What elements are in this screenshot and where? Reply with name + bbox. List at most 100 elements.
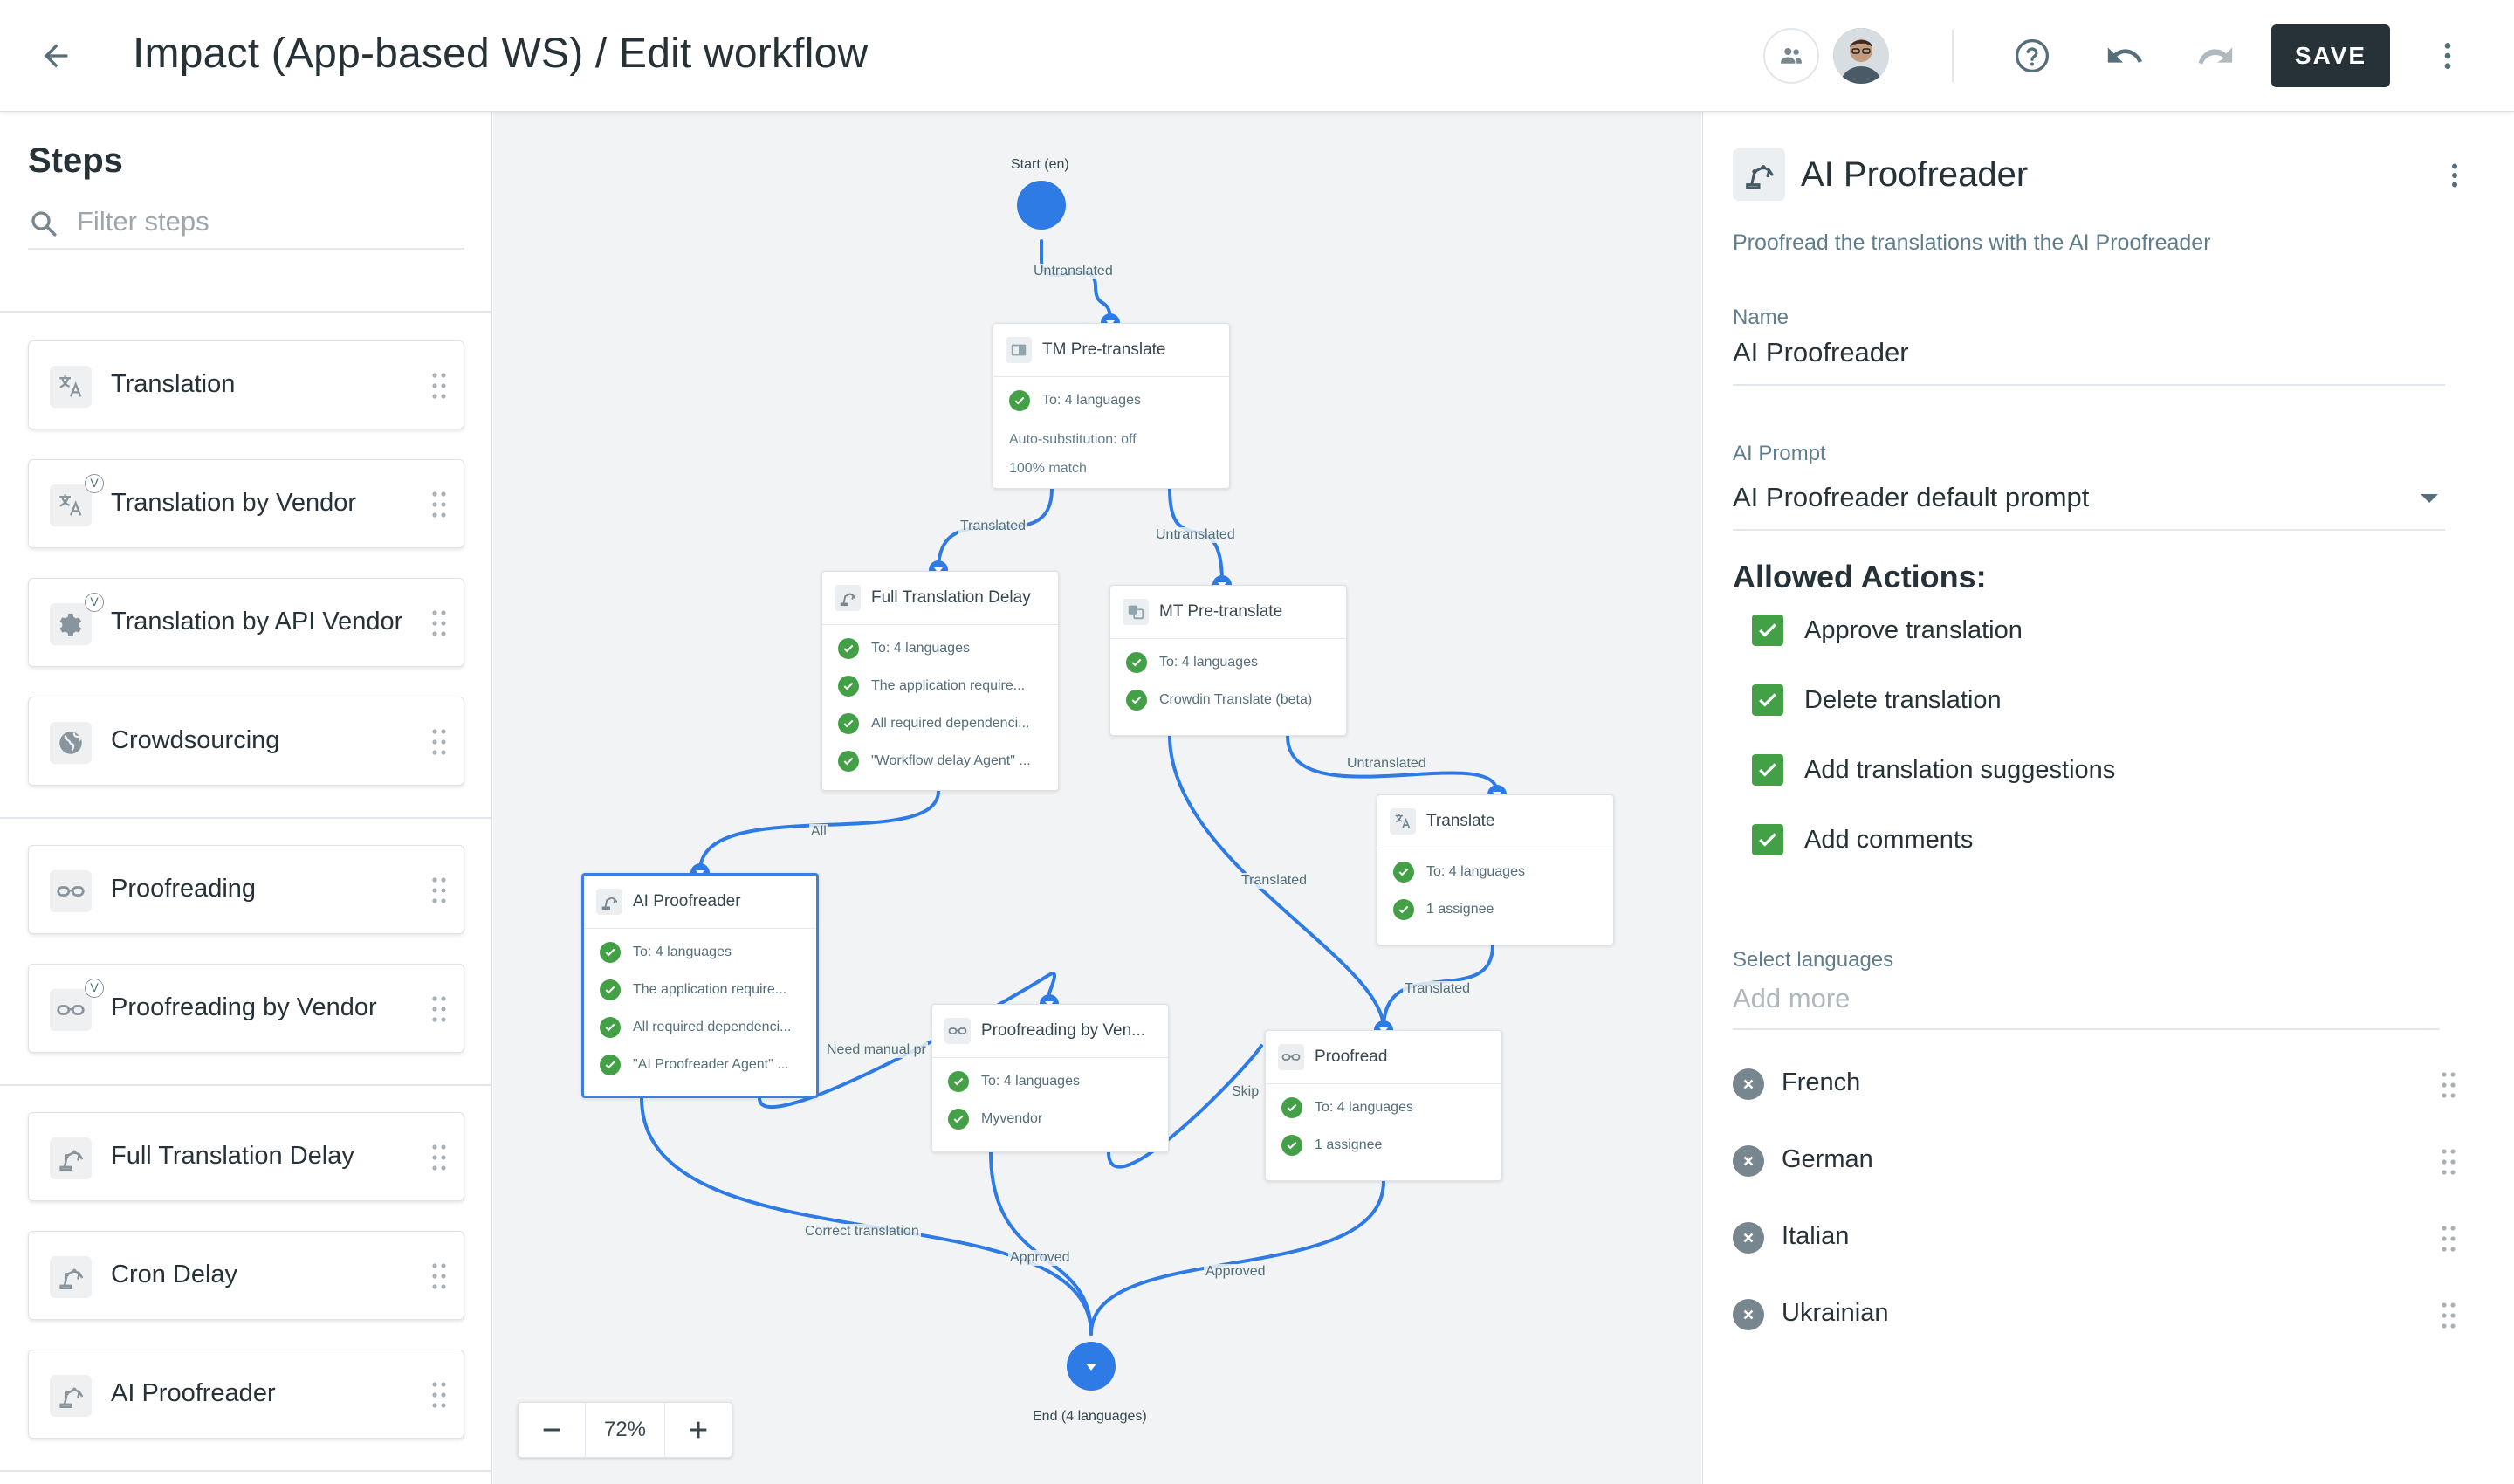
sidebar-item-crowdsourcing[interactable]: Crowdsourcing xyxy=(28,697,464,786)
collaborators-icon[interactable] xyxy=(1763,28,1819,84)
steps-sidebar: Steps Translation V Translation by Vendo… xyxy=(0,112,492,1484)
checkbox-add-translation-suggestions[interactable]: Add translation suggestions xyxy=(1752,754,2115,786)
help-icon[interactable] xyxy=(2002,26,2062,86)
header-divider xyxy=(1952,30,1954,82)
edge-label-approved: Approved xyxy=(1008,1250,1072,1266)
drag-handle-icon[interactable] xyxy=(430,371,448,401)
drag-handle-icon[interactable] xyxy=(430,876,448,905)
more-vert-icon[interactable] xyxy=(2433,154,2476,197)
edge-label-translated: Translated xyxy=(1240,873,1309,889)
edge-label-need-manual: Need manual pr xyxy=(825,1042,928,1058)
check-icon xyxy=(600,979,621,1000)
start-node xyxy=(1017,181,1066,230)
node-tm-pretranslate[interactable]: TM Pre-translate To: 4 languages Auto-su… xyxy=(993,323,1230,489)
name-label: Name xyxy=(1733,306,1789,329)
mt-translate-icon xyxy=(1123,599,1149,625)
globe-icon xyxy=(50,722,92,764)
edge-proofread-end xyxy=(1089,1179,1385,1336)
remove-language-icon[interactable] xyxy=(1733,1068,1764,1100)
node-proofreading-by-vendor[interactable]: Proofreading by Ven... To: 4 languages M… xyxy=(931,1004,1169,1152)
remove-language-icon[interactable] xyxy=(1733,1222,1764,1254)
back-arrow-icon[interactable] xyxy=(31,31,80,80)
workflow-canvas[interactable]: Start (en) End (4 languages) Untranslate… xyxy=(493,112,1701,1484)
node-translate[interactable]: Translate To: 4 languages 1 assignee xyxy=(1377,794,1614,945)
node-title: Proofread xyxy=(1315,1048,1388,1066)
check-icon xyxy=(1126,690,1147,711)
node-title: AI Proofreader xyxy=(633,892,741,910)
drag-handle-icon[interactable] xyxy=(2440,1301,2457,1330)
ai-prompt-select[interactable]: AI Proofreader default prompt xyxy=(1733,482,2445,531)
node-row: To: 4 languages xyxy=(600,942,732,963)
filter-steps-field xyxy=(28,196,464,250)
sidebar-item-translation-by-api-vendor[interactable]: V Translation by API Vendor xyxy=(28,578,464,667)
sidebar-item-full-translation-delay[interactable]: Full Translation Delay xyxy=(28,1112,464,1201)
node-ai-proofreader[interactable]: AI Proofreader To: 4 languages The appli… xyxy=(581,873,819,1098)
drag-handle-icon[interactable] xyxy=(430,608,448,638)
name-field[interactable]: AI Proofreader xyxy=(1733,337,2445,386)
edge-pbv-end xyxy=(989,1151,1093,1336)
check-icon xyxy=(838,638,859,659)
sidebar-item-label: Translation by API Vendor xyxy=(111,608,403,636)
remove-language-icon[interactable] xyxy=(1733,1299,1764,1330)
sidebar-item-label: Translation by Vendor xyxy=(111,489,357,517)
checkbox-approve-translation[interactable]: Approve translation xyxy=(1752,615,2023,646)
sidebar-item-proofreading-by-vendor[interactable]: V Proofreading by Vendor xyxy=(28,964,464,1053)
drag-handle-icon[interactable] xyxy=(2440,1147,2457,1177)
sidebar-item-translation[interactable]: Translation xyxy=(28,340,464,429)
sidebar-item-cron-delay[interactable]: Cron Delay xyxy=(28,1231,464,1320)
node-row: The application require... xyxy=(838,676,1025,697)
checkbox-checked-icon[interactable] xyxy=(1752,754,1783,786)
sidebar-item-label: Full Translation Delay xyxy=(111,1142,354,1170)
check-icon xyxy=(838,676,859,697)
node-row: To: 4 languages xyxy=(948,1071,1080,1092)
node-row: "AI Proofreader Agent" ... xyxy=(600,1055,789,1075)
drag-handle-icon[interactable] xyxy=(430,994,448,1024)
robot-arm-icon xyxy=(50,1256,92,1298)
sidebar-item-label: Crowdsourcing xyxy=(111,726,280,754)
user-avatar[interactable] xyxy=(1833,28,1889,84)
checkbox-checked-icon[interactable] xyxy=(1752,824,1783,855)
drag-handle-icon[interactable] xyxy=(2440,1070,2457,1100)
top-bar: Impact (App-based WS) / Edit workflow SA… xyxy=(0,0,2514,112)
node-title: Proofreading by Ven... xyxy=(981,1021,1146,1040)
checkbox-delete-translation[interactable]: Delete translation xyxy=(1752,684,2002,716)
sidebar-item-proofreading[interactable]: Proofreading xyxy=(28,845,464,934)
drag-handle-icon[interactable] xyxy=(430,1143,448,1172)
edge-label-skip: Skip xyxy=(1230,1084,1261,1100)
drag-handle-icon[interactable] xyxy=(430,490,448,519)
zoom-in-button[interactable] xyxy=(665,1403,732,1457)
node-row: Myvendor xyxy=(948,1109,1042,1130)
check-icon xyxy=(838,713,859,734)
drag-handle-icon[interactable] xyxy=(2440,1224,2457,1254)
node-full-translation-delay[interactable]: Full Translation Delay To: 4 languages T… xyxy=(821,571,1059,791)
zoom-out-button[interactable] xyxy=(519,1403,585,1457)
checkbox-add-comments[interactable]: Add comments xyxy=(1752,824,1973,855)
sidebar-divider xyxy=(0,1470,491,1472)
ai-prompt-value: AI Proofreader default prompt xyxy=(1733,482,2090,512)
check-icon xyxy=(948,1071,969,1092)
sidebar-item-ai-proofreader[interactable]: AI Proofreader xyxy=(28,1350,464,1439)
node-title: Full Translation Delay xyxy=(871,588,1031,607)
add-languages-input[interactable]: Add more xyxy=(1733,983,2440,1030)
filter-steps-input[interactable] xyxy=(77,203,443,241)
drag-handle-icon[interactable] xyxy=(430,1261,448,1291)
checkbox-checked-icon[interactable] xyxy=(1752,615,1783,646)
node-mt-pretranslate[interactable]: MT Pre-translate To: 4 languages Crowdin… xyxy=(1109,585,1347,736)
end-label: End (4 languages) xyxy=(1033,1409,1147,1424)
save-button[interactable]: SAVE xyxy=(2271,24,2390,87)
edge-label-correct-translation: Correct translation xyxy=(803,1224,921,1240)
redo-icon[interactable] xyxy=(2186,26,2245,86)
drag-handle-icon[interactable] xyxy=(430,727,448,757)
dropdown-arrow-icon xyxy=(2421,494,2438,503)
edge-start-tm xyxy=(1040,239,1112,323)
tm-icon xyxy=(1006,337,1032,363)
node-proofread[interactable]: Proofread To: 4 languages 1 assignee xyxy=(1265,1030,1502,1181)
checkbox-checked-icon[interactable] xyxy=(1752,684,1783,716)
sidebar-item-translation-by-vendor[interactable]: V Translation by Vendor xyxy=(28,459,464,548)
sidebar-item-label: Cron Delay xyxy=(111,1261,238,1288)
more-vert-icon[interactable] xyxy=(2418,26,2477,86)
remove-language-icon[interactable] xyxy=(1733,1145,1764,1177)
undo-icon[interactable] xyxy=(2095,26,2154,86)
drag-handle-icon[interactable] xyxy=(430,1380,448,1410)
sidebar-item-label: Translation xyxy=(111,370,236,398)
